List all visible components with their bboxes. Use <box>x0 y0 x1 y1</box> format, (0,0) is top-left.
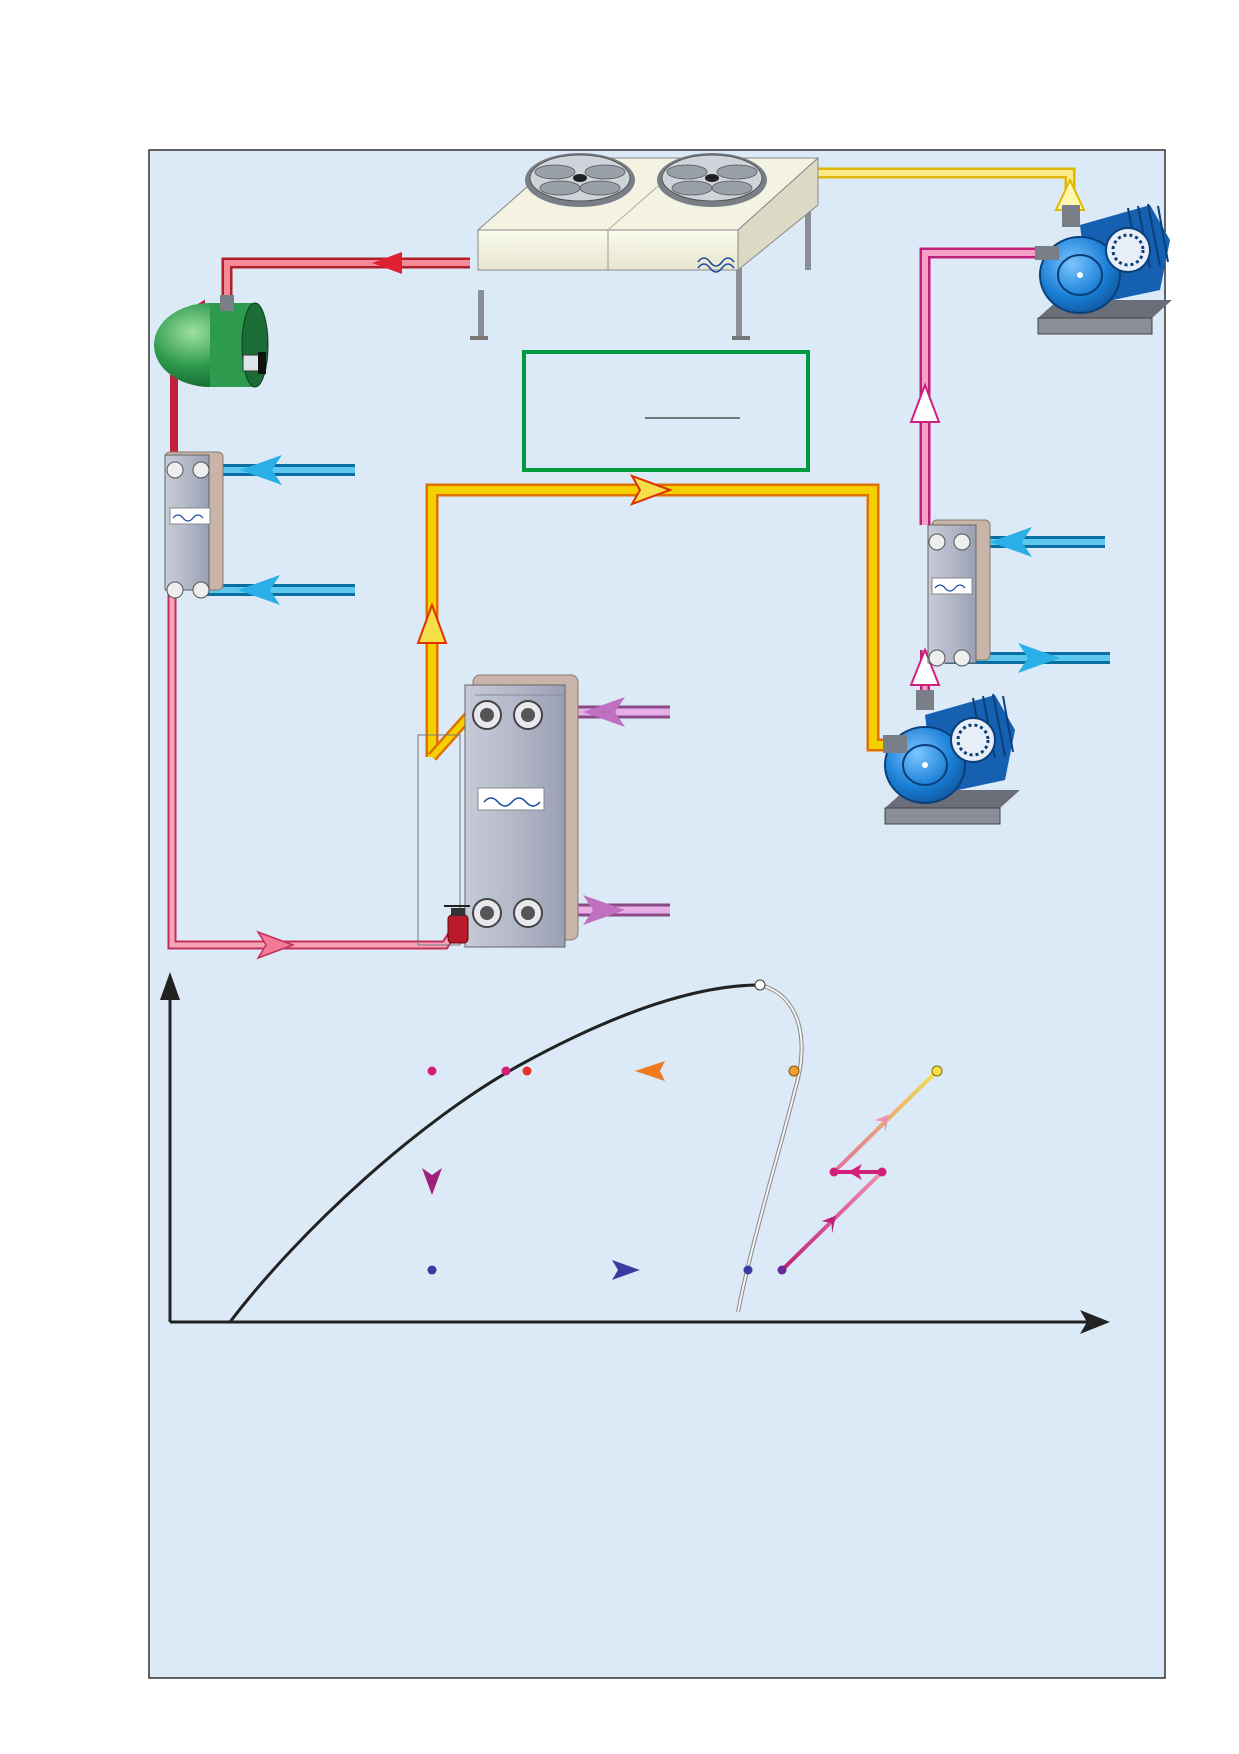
flow-arrow-icon <box>238 575 280 605</box>
flow-arrow-icon <box>909 647 941 686</box>
x-axis-arrow-icon <box>1080 1310 1110 1334</box>
state-point <box>522 1066 532 1076</box>
air-cooled-condenser <box>470 153 820 340</box>
flow-arrow-icon <box>256 930 296 960</box>
cycle-path <box>422 1061 939 1280</box>
state-point <box>501 1066 511 1076</box>
subcooler <box>164 451 224 599</box>
flow-arrow-icon <box>990 527 1032 557</box>
flow-arrow-icon <box>1018 643 1060 673</box>
state-point <box>777 1265 787 1275</box>
flow-arrow-icon <box>821 1215 836 1234</box>
state-point <box>877 1167 887 1177</box>
flow-arrow-icon <box>848 1164 862 1180</box>
flow-arrow-icon <box>874 1114 889 1133</box>
critical-point <box>754 979 766 991</box>
state-point <box>427 1066 437 1076</box>
ph-chart <box>160 972 1110 1334</box>
info-box <box>522 350 810 472</box>
evaporator <box>417 674 579 948</box>
flow-arrow-icon <box>909 382 941 423</box>
flow-arrow-icon <box>583 895 625 925</box>
flow-arrow-icon <box>583 697 625 727</box>
y-axis-arrow-icon <box>160 972 180 1000</box>
state-point <box>829 1167 839 1177</box>
flow-arrow-icon <box>629 474 673 506</box>
cycle-state-points <box>427 979 943 1275</box>
valve-icon <box>444 905 470 944</box>
state-point <box>743 1265 753 1275</box>
flow-arrow-icon <box>240 455 282 485</box>
high-stage-compressor <box>1035 203 1172 335</box>
compressor-icon <box>1039 203 1170 314</box>
alfa-laval-logo-icon <box>172 514 204 522</box>
alfa-laval-logo-icon <box>934 584 966 592</box>
flow-arrow-icon <box>372 252 402 274</box>
condenser-fan-icon <box>657 153 767 207</box>
intercooler <box>927 519 991 667</box>
flow-arrow-icon <box>422 1168 442 1195</box>
alfa-laval-logo-icon <box>697 257 735 273</box>
alfa-laval-logo-icon <box>483 797 541 807</box>
state-point <box>427 1265 437 1275</box>
liquid-receiver <box>154 295 269 460</box>
flow-arrow-icon <box>635 1061 665 1081</box>
state-point <box>931 1065 943 1077</box>
state-point <box>788 1065 800 1077</box>
flow-arrow-icon <box>416 602 448 644</box>
low-stage-compressor <box>883 690 1020 825</box>
condenser-fan-icon <box>525 153 635 207</box>
flow-arrow-icon <box>612 1260 640 1280</box>
